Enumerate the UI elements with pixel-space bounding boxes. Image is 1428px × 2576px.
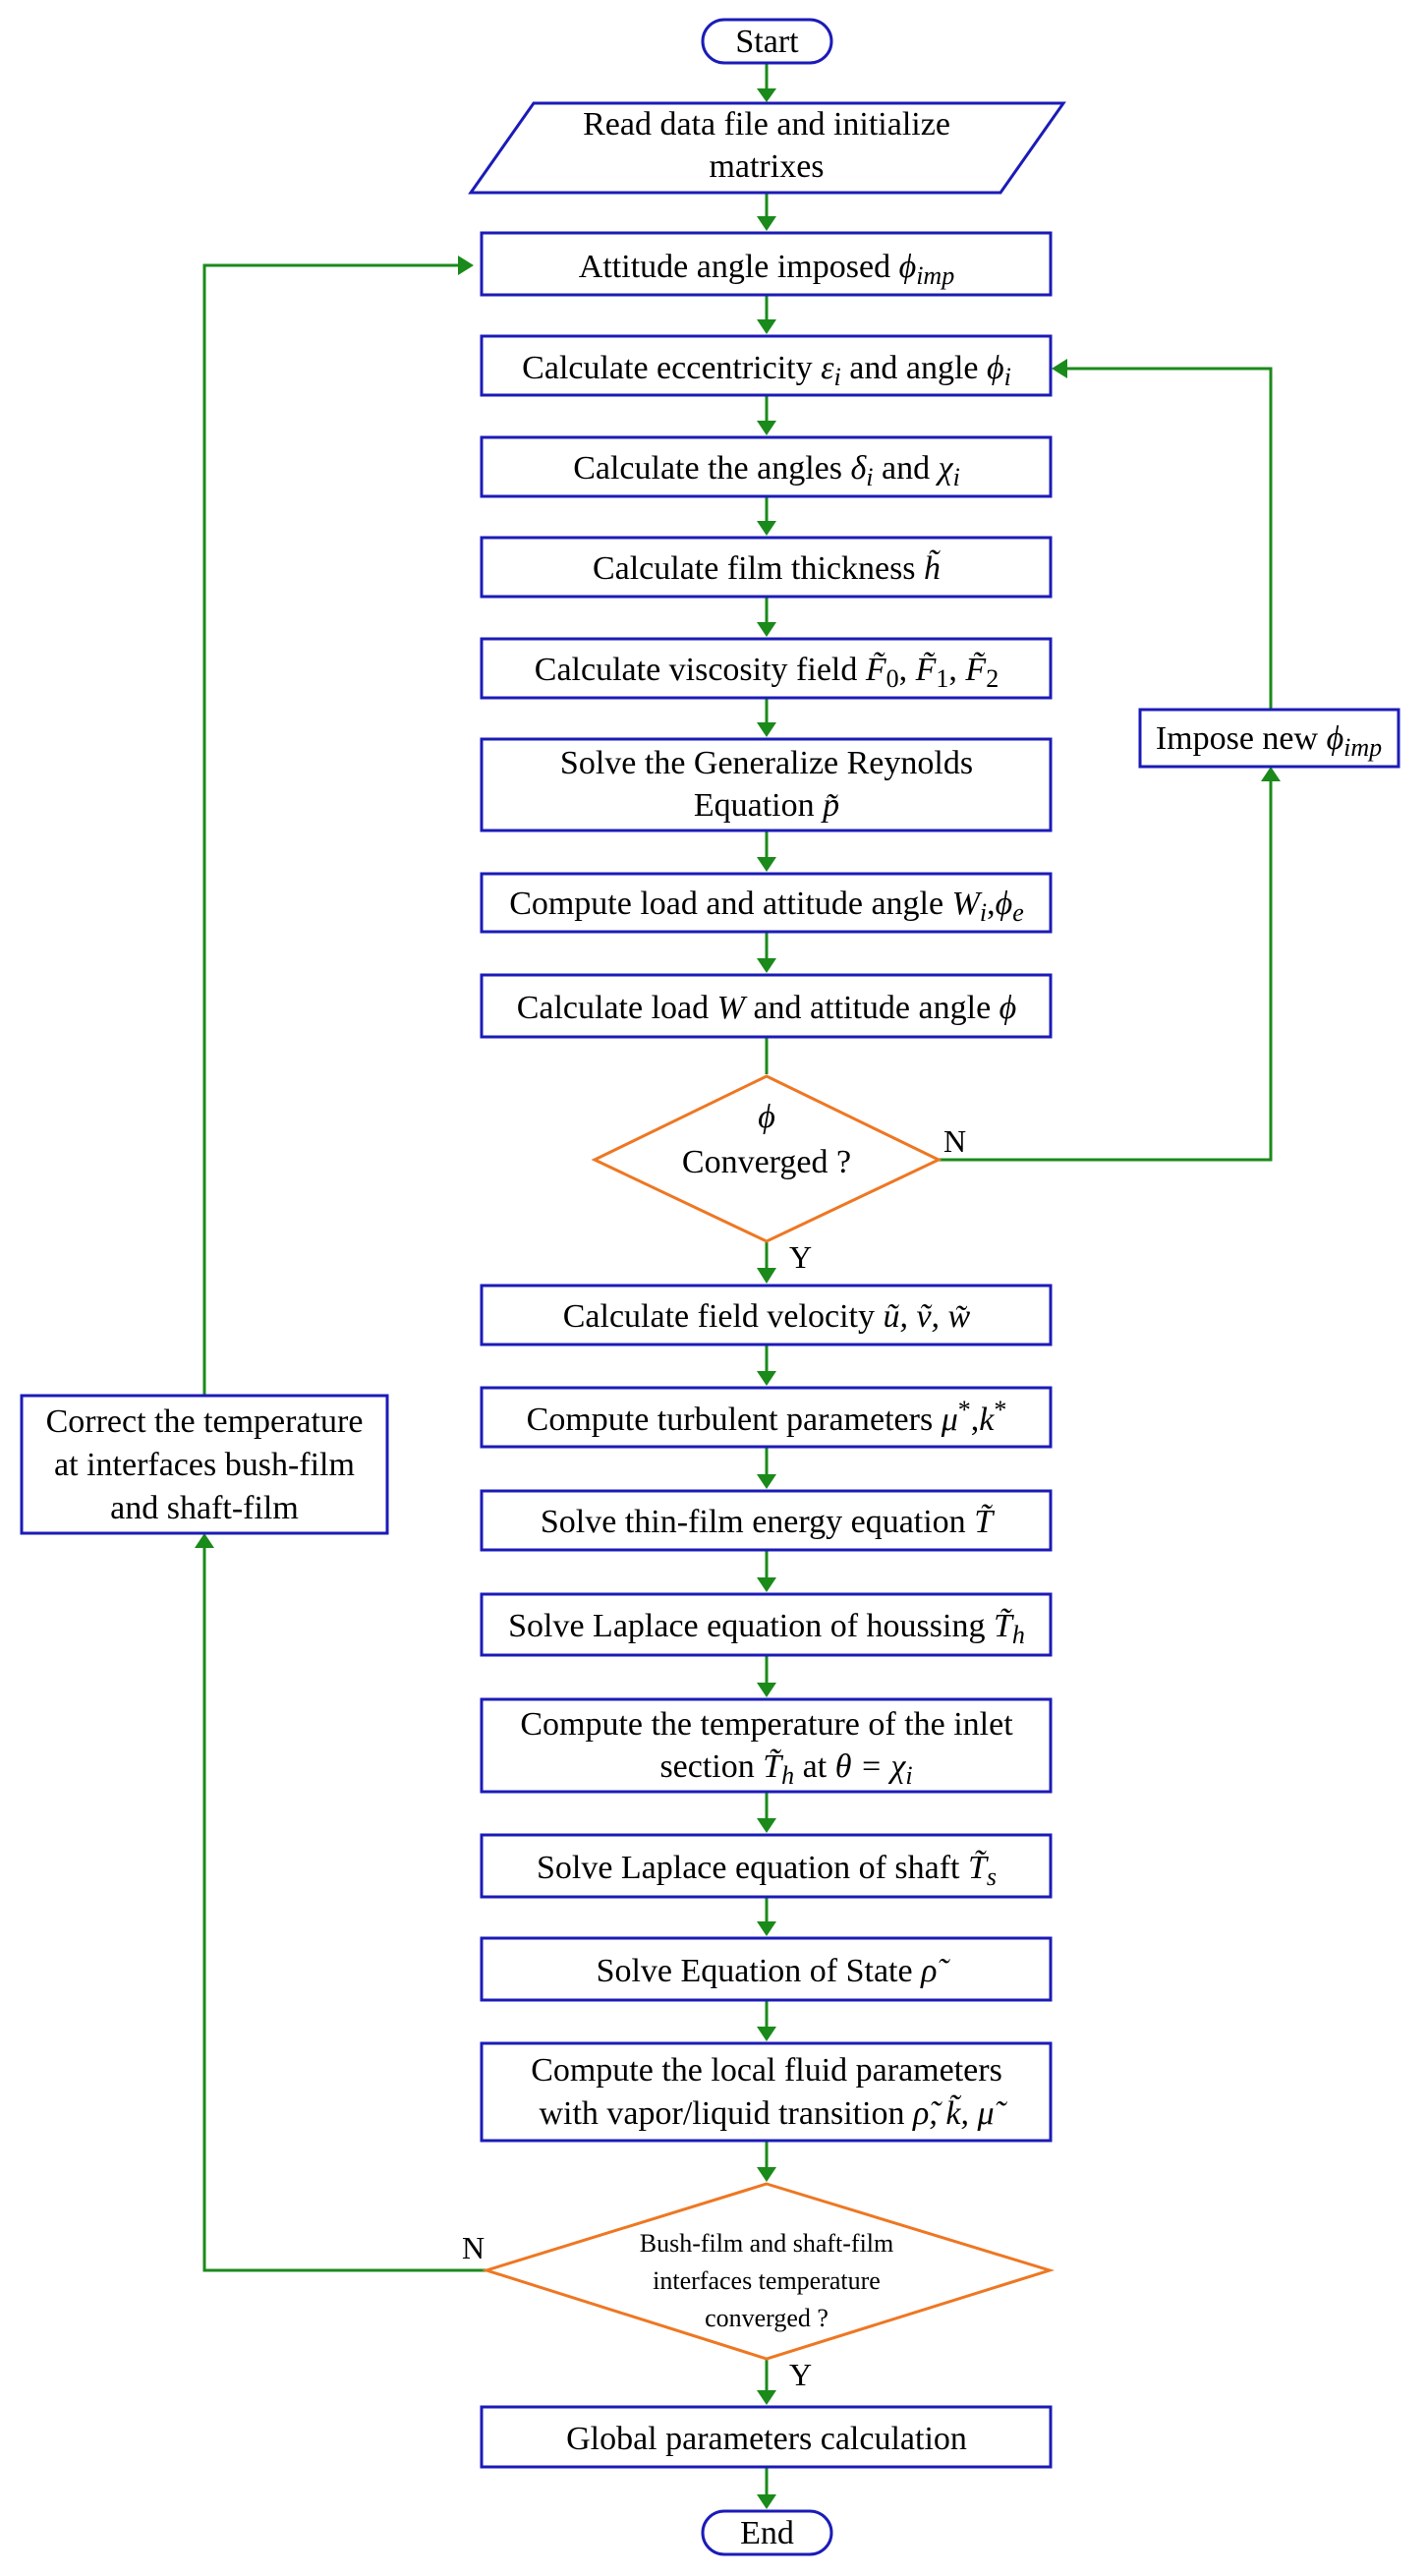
thin-film-step: Solve thin-film energy equation T̃ bbox=[480, 1489, 1053, 1552]
calc-load-text: Calculate load W and attitude angle ϕ bbox=[517, 990, 1017, 1026]
temp-no-label: N bbox=[462, 2230, 485, 2265]
read-data-line-1: Read data file and initialize bbox=[583, 106, 950, 143]
film-thickness-text: Calculate film thickness h̃ bbox=[593, 548, 941, 587]
end-label: End bbox=[740, 2515, 794, 2551]
turbulent-step: Compute turbulent parameters μ*,k* bbox=[480, 1386, 1053, 1449]
correct-temp-line-1: Correct the temperature bbox=[46, 1403, 364, 1440]
phi-retry-loop bbox=[939, 359, 1281, 1162]
temp-yes-label: Y bbox=[789, 2357, 812, 2392]
correct-temp-line-2: at interfaces bush-film bbox=[54, 1447, 355, 1483]
eccentricity-step: Calculate eccentricity εi and angle ϕi bbox=[480, 334, 1053, 397]
laplace-shaft-text: Solve Laplace equation of shaft T̃s bbox=[537, 1849, 997, 1891]
compute-load-step: Compute load and attitude angle Wi,ϕe bbox=[480, 872, 1053, 934]
global-parameters-text: Global parameters calculation bbox=[566, 2421, 967, 2457]
film-thickness-step: Calculate film thickness h̃ bbox=[480, 536, 1053, 599]
impose-new-text: Impose new ϕimp bbox=[1156, 720, 1382, 762]
connectors bbox=[195, 64, 1281, 2509]
state-equation-step: Solve Equation of State ρ̃ bbox=[480, 1936, 1053, 2002]
calc-load-step: Calculate load W and attitude angle ϕ bbox=[480, 973, 1053, 1039]
local-fluid-step: Compute the local fluid parameters with … bbox=[480, 2041, 1053, 2143]
compute-load-text: Compute load and attitude angle Wi,ϕe bbox=[509, 886, 1024, 927]
phi-converged-decision: ϕ Converged ? N Y bbox=[591, 1074, 966, 1275]
impose-new-step: Impose new ϕimp bbox=[1138, 708, 1400, 769]
temp-decision-line-1: Bush-film and shaft-film bbox=[640, 2229, 894, 2258]
local-fluid-line-1: Compute the local fluid parameters bbox=[531, 2052, 1002, 2089]
local-fluid-line-2: with vapor/liquid transition ρ̃, k̃, μ̃ bbox=[539, 2093, 1007, 2132]
temperature-retry-loop bbox=[195, 256, 486, 2272]
correct-temp-line-3: and shaft-film bbox=[110, 1490, 299, 1526]
temperature-converged-decision: Bush-film and shaft-film interfaces temp… bbox=[462, 2182, 1056, 2392]
inlet-temperature-step: Compute the temperature of the inlet sec… bbox=[480, 1697, 1053, 1794]
read-data-step: Read data file and initialize matrixes bbox=[468, 101, 1066, 195]
reynolds-line-1: Solve the Generalize Reynolds bbox=[560, 745, 973, 781]
start-terminal: Start bbox=[701, 18, 833, 65]
angles-step: Calculate the angles δi and χi bbox=[480, 435, 1053, 498]
angles-text: Calculate the angles δi and χi bbox=[573, 450, 960, 491]
eccentricity-text: Calculate eccentricity εi and angle ϕi bbox=[522, 350, 1011, 391]
laplace-housing-step: Solve Laplace equation of houssing T̃h bbox=[480, 1592, 1053, 1657]
reynolds-line-2: Equation p̃ bbox=[694, 787, 839, 824]
phi-no-label: N bbox=[943, 1123, 966, 1159]
correct-temperature-step: Correct the temperature at interfaces bu… bbox=[20, 1394, 389, 1535]
viscosity-text: Calculate viscosity field F̃0, F̃1, F̃2 bbox=[535, 652, 999, 693]
laplace-shaft-step: Solve Laplace equation of shaft T̃s bbox=[480, 1833, 1053, 1899]
read-data-line-2: matrixes bbox=[709, 148, 824, 185]
global-parameters-step: Global parameters calculation bbox=[480, 2405, 1053, 2469]
temp-decision-line-2: interfaces temperature bbox=[653, 2266, 881, 2295]
phi-symbol: ϕ bbox=[758, 1099, 775, 1135]
inlet-temperature-line-1: Compute the temperature of the inlet bbox=[520, 1706, 1013, 1743]
reynolds-step: Solve the Generalize Reynolds Equation p… bbox=[480, 737, 1053, 832]
inlet-temperature-line-2: section T̃h at θ = χi bbox=[659, 1747, 912, 1790]
start-label: Start bbox=[735, 24, 799, 60]
state-equation-text: Solve Equation of State ρ̃ bbox=[597, 1953, 951, 1989]
end-terminal: End bbox=[701, 2509, 833, 2556]
laplace-housing-text: Solve Laplace equation of houssing T̃h bbox=[508, 1607, 1025, 1649]
thin-film-text: Solve thin-film energy equation T̃ bbox=[541, 1503, 995, 1540]
field-velocity-text: Calculate field velocity ũ, ṽ, w̃ bbox=[563, 1298, 971, 1335]
field-velocity-step: Calculate field velocity ũ, ṽ, w̃ bbox=[480, 1284, 1053, 1346]
viscosity-step: Calculate viscosity field F̃0, F̃1, F̃2 bbox=[480, 637, 1053, 700]
main-flow-arrows bbox=[757, 64, 776, 2509]
attitude-imposed-step: Attitude angle imposed ϕimp bbox=[480, 231, 1053, 297]
temp-decision-line-3: converged ? bbox=[705, 2304, 828, 2332]
turbulent-text: Compute turbulent parameters μ*,k* bbox=[527, 1396, 1007, 1438]
attitude-imposed-text: Attitude angle imposed ϕimp bbox=[579, 249, 954, 290]
phi-yes-label: Y bbox=[789, 1239, 812, 1275]
phi-converged-text: Converged ? bbox=[682, 1144, 851, 1180]
